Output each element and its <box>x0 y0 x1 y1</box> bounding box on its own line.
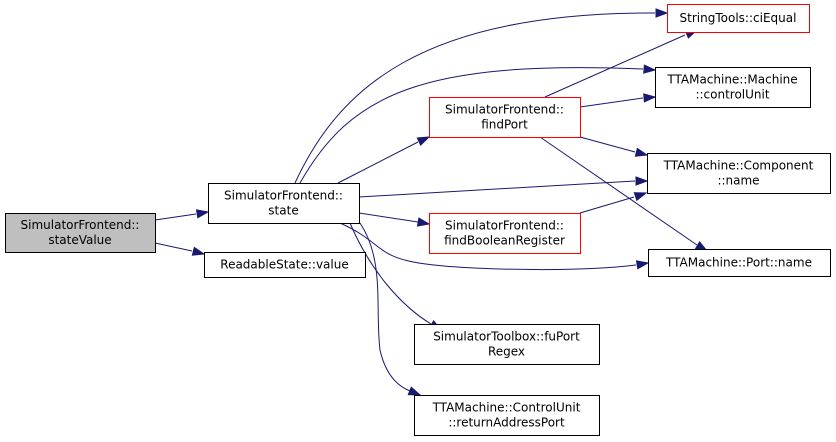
node-control-unit[interactable]: TTAMachine::Machine::controlUnit <box>655 67 811 108</box>
node-box <box>648 249 831 277</box>
node-label-line: TTAMachine::Machine <box>666 73 797 87</box>
edge-find_port-component_name <box>579 136 649 157</box>
node-state-value[interactable]: SimulatorFrontend::stateValue <box>5 213 156 253</box>
node-box <box>5 213 156 253</box>
node-label-line: SimulatorFrontend:: <box>224 189 343 203</box>
node-label-line: state <box>268 204 298 218</box>
nodes: SimulatorFrontend::stateValueSimulatorFr… <box>5 4 831 436</box>
node-box <box>667 4 810 33</box>
arrowhead <box>635 260 650 270</box>
arrowhead <box>655 8 669 18</box>
node-box <box>429 213 581 254</box>
node-label-line: SimulatorFrontend:: <box>445 103 564 117</box>
node-label-line: TTAMachine::Component <box>663 159 814 173</box>
arrowhead <box>191 246 206 256</box>
edge-line <box>337 141 419 184</box>
node-box <box>414 324 600 365</box>
arrowhead <box>633 192 648 202</box>
edges <box>154 8 709 396</box>
arrowhead <box>195 209 210 219</box>
node-find-port[interactable]: SimulatorFrontend::findPort <box>429 97 581 138</box>
node-box <box>429 97 581 138</box>
edge-state-return_address_port <box>359 222 422 396</box>
node-port-name[interactable]: TTAMachine::Port::name <box>648 249 831 277</box>
arrowhead <box>635 176 649 186</box>
node-component-name[interactable]: TTAMachine::Component::name <box>647 153 831 194</box>
node-find-boolean-register[interactable]: SimulatorFrontend::findBooleanRegister <box>429 213 581 254</box>
node-box <box>414 395 600 436</box>
edge-line <box>154 213 197 221</box>
edge-state_value-state <box>154 209 210 221</box>
node-label-line: ReadableState::value <box>220 258 348 272</box>
edge-line <box>294 12 656 184</box>
node-label-line: findBooleanRegister <box>444 234 565 248</box>
node-label-line: Regex <box>488 345 525 359</box>
arrowhead <box>643 64 657 74</box>
edge-line <box>358 180 636 198</box>
node-box <box>647 153 831 194</box>
node-box <box>208 183 360 224</box>
node-label-line: SimulatorFrontend:: <box>21 218 140 232</box>
node-return-address-port[interactable]: TTAMachine::ControlUnit::returnAddressPo… <box>414 395 600 436</box>
edge-line <box>358 212 419 223</box>
edge-state-find_port <box>337 136 431 184</box>
edge-line <box>339 222 637 271</box>
node-label-line: stateValue <box>48 233 111 247</box>
edge-find_port-control_unit <box>579 93 657 108</box>
node-state[interactable]: SimulatorFrontend::state <box>208 183 360 224</box>
arrowhead <box>407 386 422 396</box>
node-readable-value[interactable]: ReadableState::value <box>204 252 366 278</box>
arrowhead <box>643 93 657 103</box>
node-box <box>655 67 811 108</box>
edge-line <box>359 222 411 392</box>
node-label-line: StringTools::ciEqual <box>680 11 797 25</box>
node-label-line: ::name <box>717 174 759 188</box>
edge-state-component_name <box>358 176 649 198</box>
node-ci-equal[interactable]: StringTools::ciEqual <box>667 4 810 33</box>
edge-state-find_boolean_register <box>358 212 431 227</box>
edge-line <box>299 67 644 184</box>
edge-state-ci_equal <box>294 8 669 184</box>
node-box <box>204 252 366 278</box>
arrowhead <box>416 217 431 227</box>
node-label-line: ::returnAddressPort <box>448 416 565 430</box>
edge-state-port_name <box>339 222 650 271</box>
node-label-line: TTAMachine::ControlUnit <box>432 401 581 415</box>
edge-state-control_unit <box>299 64 657 184</box>
edge-line <box>579 136 636 153</box>
edge-state_value-readable_value <box>154 242 206 256</box>
node-label-line: ::controlUnit <box>695 88 769 102</box>
node-label-line: findPort <box>481 118 528 132</box>
edge-line <box>579 196 635 214</box>
edge-line <box>539 136 698 246</box>
node-label-line: SimulatorFrontend:: <box>445 219 564 233</box>
arrowhead <box>416 136 431 147</box>
arrowhead <box>634 147 649 157</box>
edge-line <box>544 34 686 98</box>
edge-line <box>154 242 193 252</box>
node-label-line: TTAMachine::Port::name <box>665 256 812 270</box>
edge-line <box>349 222 432 325</box>
node-label-line: SimulatorToolbox::fuPort <box>433 330 580 344</box>
edge-find_boolean_register-component_name <box>579 192 648 214</box>
edge-line <box>579 97 644 108</box>
